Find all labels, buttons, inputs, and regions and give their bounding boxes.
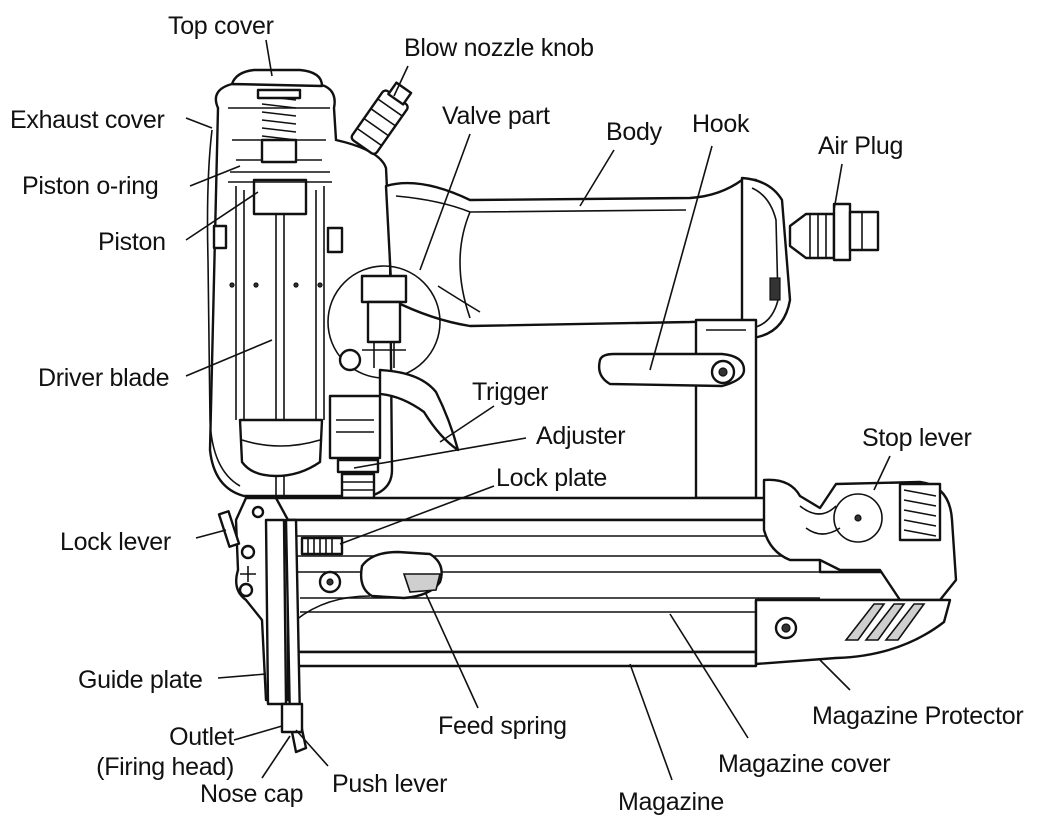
label-piston-o-ring: Piston o-ring: [22, 172, 159, 200]
magazine-rail: [274, 496, 772, 522]
hook-shape: [597, 352, 746, 388]
label-guide-plate: Guide plate: [78, 666, 203, 694]
label-lock-lever: Lock lever: [60, 528, 171, 556]
adjuster-shape: [328, 394, 382, 500]
label-piston: Piston: [98, 228, 166, 256]
cylinder-tube: [235, 186, 325, 420]
label-exhaust-cover: Exhaust cover: [10, 106, 165, 134]
label-adjuster: Adjuster: [536, 422, 626, 450]
label-valve-part: Valve part: [442, 102, 550, 130]
label-magazine-cover: Magazine cover: [718, 750, 891, 778]
label-stop-lever: Stop lever: [862, 424, 972, 452]
rear-cap: [740, 176, 792, 340]
label-magazine: Magazine: [618, 788, 724, 816]
label-magazine-protector: Magazine Protector: [812, 702, 1024, 730]
label-outlet: Outlet (Firing head): [48, 722, 234, 782]
label-top-cover: Top cover: [168, 12, 274, 40]
label-feed-spring: Feed spring: [438, 712, 567, 740]
label-hook: Hook: [692, 110, 750, 138]
nose-cap-shape: [280, 702, 304, 734]
leader-lines: [185, 39, 891, 781]
label-push-lever: Push lever: [332, 770, 448, 798]
bumper: [238, 418, 324, 478]
label-lock-plate: Lock plate: [496, 464, 607, 492]
piston-shape: [252, 178, 308, 216]
magazine-base: [284, 650, 758, 668]
label-outlet-line1: Outlet: [169, 723, 234, 751]
body-leg: [694, 318, 758, 500]
label-body: Body: [606, 118, 662, 146]
blow-nozzle-shape: [350, 81, 413, 156]
air-plug-shape: [788, 202, 880, 262]
label-air-plug: Air Plug: [818, 132, 904, 160]
guide-plate-shape: [264, 518, 288, 706]
label-blow-nozzle-knob: Blow nozzle knob: [404, 34, 594, 62]
label-trigger: Trigger: [472, 378, 549, 406]
label-outlet-line2: (Firing head): [96, 753, 234, 781]
top-cover-shape: [230, 68, 324, 88]
label-nose-cap: Nose cap: [200, 780, 304, 808]
label-driver-blade: Driver blade: [38, 364, 170, 392]
